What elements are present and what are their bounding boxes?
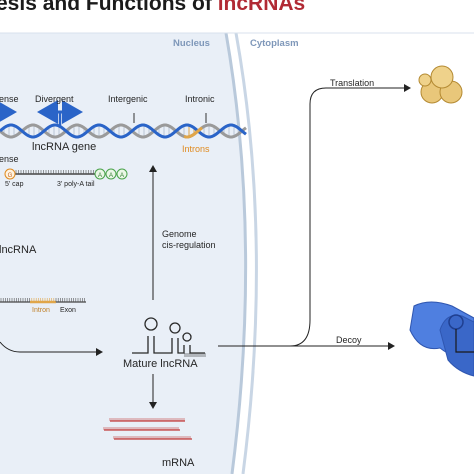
spliced-rna (0, 298, 86, 304)
intronic-label: Intronic (185, 94, 215, 104)
nucleus-region (0, 33, 246, 474)
nucleus-label: Nucleus (173, 38, 210, 49)
figure-title: esis and Functions of lncRNAs (0, 0, 305, 16)
five-prime-cap-label: 5' cap (5, 181, 24, 188)
export-arrows (218, 84, 411, 350)
poly-a-letter: A (120, 173, 124, 179)
introns-label: Introns (182, 144, 210, 154)
poly-a-circle (94, 168, 106, 180)
poly-a-letter: A (98, 173, 102, 179)
poly-a-circle (105, 168, 117, 180)
intergenic-label: Intergenic (108, 94, 148, 104)
five-prime-cap (4, 168, 16, 180)
mature-lncrna-label: Mature lncRNA (123, 358, 198, 370)
dna-helix (0, 123, 247, 139)
sense-label-top: ense (0, 94, 19, 104)
lncrna-gene-label: lncRNA gene (32, 141, 97, 153)
poly-a-tail-label: 3' poly-A tail (57, 181, 95, 188)
cis-regulation-label: cis-regulation (162, 240, 216, 250)
dna-strand-gray (0, 123, 247, 139)
mature-lncrna-tail (184, 353, 206, 357)
nuclear-envelope-outer (234, 32, 258, 474)
title-prefix: esis and Functions of (0, 0, 218, 15)
intron-label: Intron (32, 307, 50, 314)
nuclear-envelope-inner (224, 32, 248, 474)
protein-decoy-icon (409, 301, 474, 377)
genome-label: Genome (162, 229, 197, 239)
cytoplasm-label: Cytoplasm (250, 38, 299, 49)
poly-a-letter: A (109, 173, 113, 179)
ribosome-icon (418, 65, 463, 104)
cap-letter: G (8, 173, 13, 179)
decoy-label: Decoy (336, 335, 362, 345)
poly-a-circle (116, 168, 128, 180)
dna-intron-segment (183, 126, 203, 139)
divergent-label: Divergent (35, 94, 74, 104)
mrna-label: mRNA (162, 457, 195, 469)
exon-label: Exon (60, 307, 76, 314)
sense-label-bottom: ense (0, 154, 19, 164)
mature-lncrna-structure (132, 317, 205, 354)
title-accent: lncRNAs (217, 0, 306, 15)
splice-to-mature-arrow (0, 341, 103, 356)
mrna-strands (103, 418, 192, 440)
dna-strand-blue (0, 123, 247, 139)
lncrna-label: lncRNA (0, 244, 37, 256)
translation-label: Translation (330, 78, 375, 88)
